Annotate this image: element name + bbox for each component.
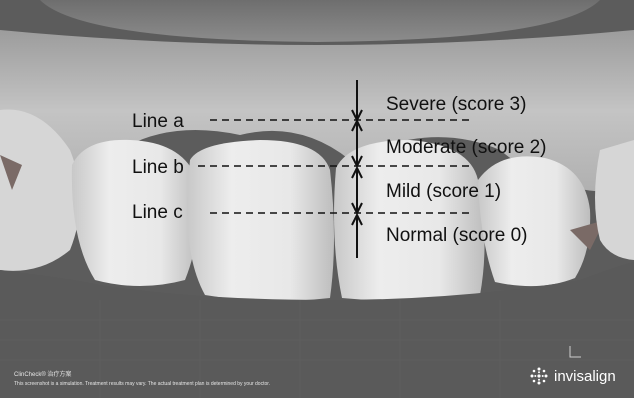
line-c-label: Line c xyxy=(132,203,183,222)
line-a-label: Line a xyxy=(132,112,184,131)
score-severe-label: Severe (score 3) xyxy=(386,95,526,114)
score-moderate-label: Moderate (score 2) xyxy=(386,138,547,157)
footer-disclaimer: This screenshot is a simulation. Treatme… xyxy=(14,381,270,387)
footer-brand: ClinCheck® 治疗方案 xyxy=(14,369,71,378)
starburst-icon xyxy=(529,366,549,386)
axis-icon xyxy=(568,345,582,359)
logo-text: invisalign xyxy=(554,368,616,385)
tooth-central-left xyxy=(187,140,334,301)
score-normal-label: Normal (score 0) xyxy=(386,226,527,245)
score-mild-label: Mild (score 1) xyxy=(386,182,501,201)
invisalign-logo: invisalign xyxy=(529,366,616,386)
tooth-lateral-right xyxy=(478,156,590,286)
line-b-label: Line b xyxy=(132,158,184,177)
